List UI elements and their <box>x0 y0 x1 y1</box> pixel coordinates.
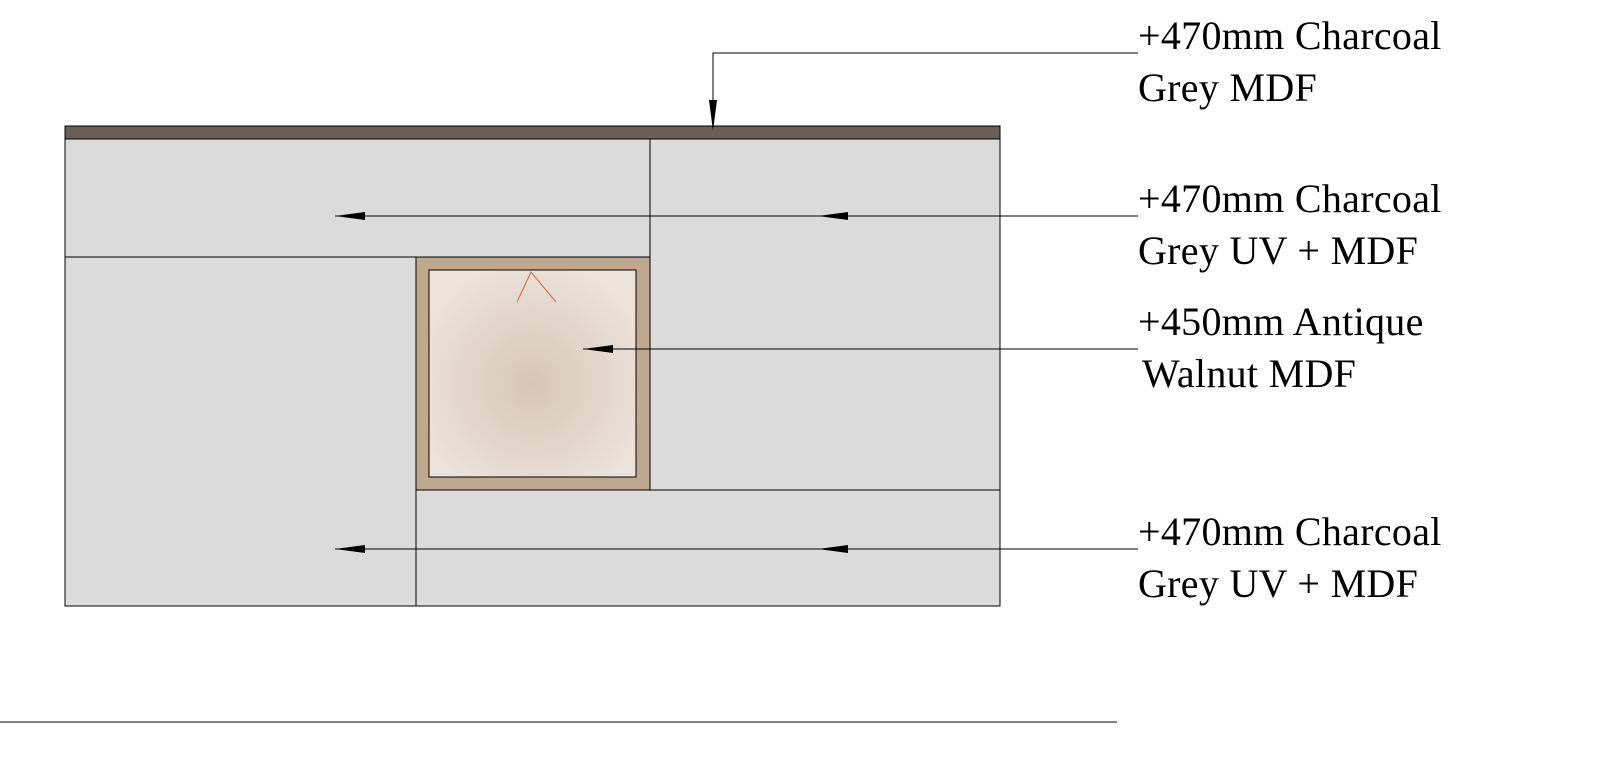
callout-3-line2: Walnut MDF <box>1142 351 1356 396</box>
arrowhead-left <box>818 212 848 220</box>
arrowhead-left <box>335 212 365 220</box>
arrowhead-left <box>818 545 848 553</box>
arrowhead-down <box>709 100 717 131</box>
door-hinge-mark <box>516 271 557 303</box>
leader-1 <box>709 52 1138 131</box>
top-band-charcoal-mdf <box>64 125 1001 140</box>
leader-4 <box>335 545 1138 553</box>
callout-3-line1: +450mm Antique <box>1138 299 1424 344</box>
arrowhead-left <box>335 545 365 553</box>
callout-4-line1: +470mm Charcoal <box>1138 509 1442 554</box>
walnut-door-panel <box>428 269 637 478</box>
callout-1-line2: Grey MDF <box>1138 65 1317 110</box>
callout-2-line1: +470mm Charcoal <box>1138 176 1442 221</box>
callout-1-line1: +470mm Charcoal <box>1138 13 1442 58</box>
callout-2-line2: Grey UV + MDF <box>1138 228 1418 273</box>
callout-4-line2: Grey UV + MDF <box>1138 561 1418 606</box>
arrowhead-left <box>583 345 613 353</box>
leader-2 <box>335 212 1138 220</box>
leader-3 <box>583 345 1138 353</box>
